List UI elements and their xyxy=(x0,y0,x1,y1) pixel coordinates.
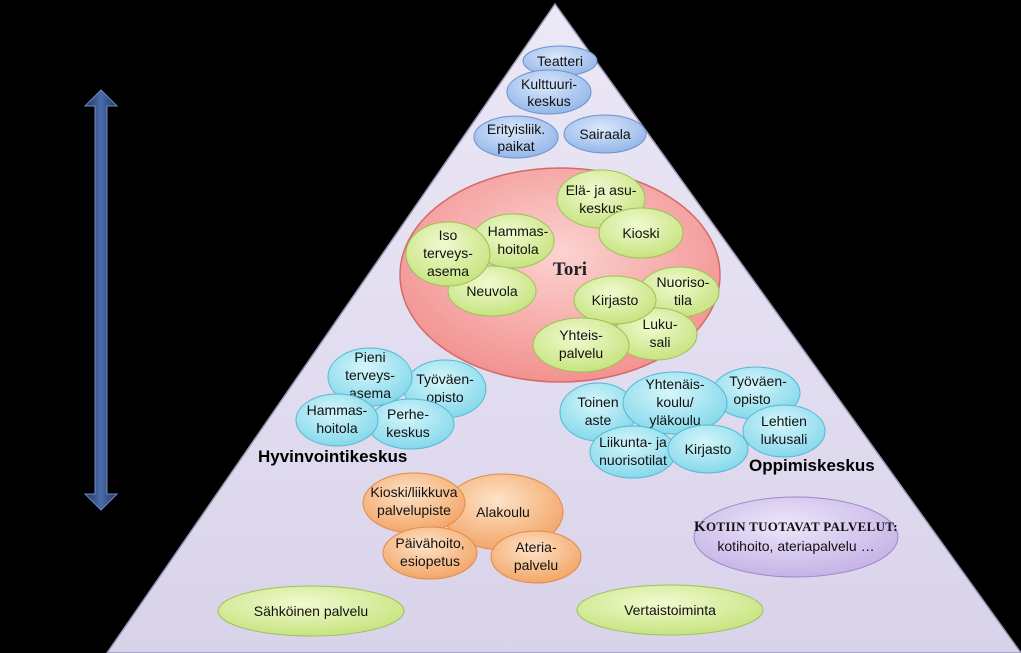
node-paivahoito-label-1: Päivähoito, xyxy=(395,535,464,551)
oppimiskeskus-title: Oppimiskeskus xyxy=(749,456,875,475)
node-iso-terveysasema-label-2: terveys- xyxy=(423,245,473,261)
node-vertaistoiminta-label: Vertaistoiminta xyxy=(624,602,716,618)
node-hammashoitola-tori-label-1: Hammas- xyxy=(488,223,549,239)
node-erityisliikuntapaikat: Erityisliik. paikat xyxy=(473,115,559,159)
node-paivahoito: Päivähoito, esiopetus xyxy=(382,526,478,580)
node-yhtenaiskoulu-label-3: yläkoulu xyxy=(649,412,700,428)
node-tyovaenopisto-o-label-2: opisto xyxy=(733,391,771,407)
node-yhtenaiskoulu-label-1: Yhtenäis- xyxy=(645,376,704,392)
double-arrow-icon xyxy=(83,89,119,511)
node-hammashoitola-h-label-1: Hammas- xyxy=(307,402,368,418)
node-lukusali-label-1: Luku- xyxy=(642,316,677,332)
node-neuvola-label: Neuvola xyxy=(466,283,518,299)
node-kioski-label: Kioski xyxy=(622,225,659,241)
node-toinen-aste-label-1: Toinen xyxy=(577,394,618,410)
node-lehtien-lukusali: Lehtien lukusali xyxy=(742,404,826,458)
node-nuorisotila-label-2: tila xyxy=(674,292,692,308)
node-tyovaenopisto-o-label-1: Työväen- xyxy=(729,373,787,389)
node-ela-asukeskus-label-2: keskus xyxy=(579,200,623,216)
node-hammashoitola-tori: Hammas- hoitola xyxy=(471,213,555,269)
node-yhteispalvelu-label-1: Yhteis- xyxy=(559,327,603,343)
node-tyovaenopisto-h-label-1: Työväen- xyxy=(416,371,474,387)
node-kioski-liikkuva-label-1: Kioski/liikkuva xyxy=(370,484,457,500)
node-toinen-aste: Toinen aste xyxy=(559,382,637,442)
node-pieni-terveysasema-label-3: asema xyxy=(349,385,391,401)
node-sairaala-label: Sairaala xyxy=(579,126,631,142)
node-kirjasto-o-label: Kirjasto xyxy=(685,441,732,457)
node-lehtien-lukusali-label-2: lukusali xyxy=(761,431,808,447)
node-perhekeskus-label-1: Perhe- xyxy=(387,406,429,422)
node-perhekeskus: Perhe- keskus xyxy=(367,398,455,450)
node-kotiin-tuotavat-palvelut: KOTIIN TUOTAVAT PALVELUT: kotihoito, ate… xyxy=(693,496,899,578)
node-toinen-aste-label-2: aste xyxy=(585,412,612,428)
node-yhteispalvelu: Yhteis- palvelu xyxy=(532,317,630,373)
node-kirjasto-tori: Kirjasto xyxy=(573,275,657,325)
node-liikunta-nuorisotilat: Liikunta- ja nuorisotilat xyxy=(589,425,677,479)
node-liikunta-label-2: nuorisotilat xyxy=(599,452,667,468)
node-hammashoitola-tori-label-2: hoitola xyxy=(497,241,538,257)
node-kulttuurikeskus-label-1: Kulttuuri- xyxy=(521,76,577,92)
node-liikunta-label-1: Liikunta- ja xyxy=(599,434,667,450)
node-kulttuurikeskus: Kulttuuri- keskus xyxy=(506,69,592,115)
kotiin-title: KOTIIN TUOTAVAT PALVELUT: xyxy=(694,519,898,535)
kotiin-title-first: K xyxy=(694,519,706,535)
node-erityisliik-label-1: Erityisliik. xyxy=(487,121,545,137)
node-hammashoitola-hyvinvointi: Hammas- hoitola xyxy=(295,393,379,447)
node-paivahoito-label-2: esiopetus xyxy=(400,553,460,569)
node-alakoulu-label: Alakoulu xyxy=(476,504,530,520)
node-nuorisotila: Nuoriso- tila xyxy=(638,266,720,318)
node-kirjasto-tori-label: Kirjasto xyxy=(592,292,639,308)
node-lehtien-lukusali-label-1: Lehtien xyxy=(761,413,807,429)
node-lukusali-label-2: sali xyxy=(649,334,670,350)
node-kulttuurikeskus-label-2: keskus xyxy=(527,93,571,109)
node-pieni-terveysasema-label-2: terveys- xyxy=(345,367,395,383)
node-sahkoinen-palvelu-label: Sähköinen palvelu xyxy=(254,603,368,619)
node-kioski-liikkuva: Kioski/liikkuva palvelupiste xyxy=(362,472,466,534)
node-tyovaenopisto-h-label-2: opisto xyxy=(426,389,464,405)
node-erityisliik-label-2: paikat xyxy=(497,138,534,154)
node-sairaala: Sairaala xyxy=(563,114,647,154)
node-yhtenaiskoulu: Yhtenäis- koulu/ yläkoulu xyxy=(622,371,728,435)
node-kioski: Kioski xyxy=(598,207,684,259)
node-kioski-liikkuva-label-2: palvelupiste xyxy=(377,502,451,518)
node-ateriapalvelu: Ateria- palvelu xyxy=(490,530,582,584)
kotiin-text: kotihoito, ateriapalvelu … xyxy=(717,538,874,554)
kotiin-title-rest: OTIIN TUOTAVAT PALVELUT: xyxy=(706,519,898,534)
tori-title: Tori xyxy=(553,259,587,280)
hyvinvointikeskus-title: Hyvinvointikeskus xyxy=(258,447,407,466)
node-ateriapalvelu-label-2: palvelu xyxy=(514,557,558,573)
node-nuorisotila-label-1: Nuoriso- xyxy=(657,274,710,290)
node-hammashoitola-h-label-2: hoitola xyxy=(316,420,357,436)
node-iso-terveysasema-label-3: asema xyxy=(427,263,469,279)
node-pieni-terveysasema-label-1: Pieni xyxy=(354,349,385,365)
node-vertaistoiminta: Vertaistoiminta xyxy=(576,584,764,636)
node-sahkoinen-palvelu: Sähköinen palvelu xyxy=(217,585,405,637)
node-iso-terveysasema-label-1: Iso xyxy=(439,227,458,243)
node-ateriapalvelu-label-1: Ateria- xyxy=(515,539,557,555)
node-kirjasto-oppiminen: Kirjasto xyxy=(667,424,749,474)
node-teatteri-label: Teatteri xyxy=(537,53,583,69)
node-iso-terveysasema: Iso terveys- asema xyxy=(405,221,491,287)
node-yhtenaiskoulu-label-2: koulu/ xyxy=(656,394,693,410)
node-perhekeskus-label-2: keskus xyxy=(386,424,430,440)
node-yhteispalvelu-label-2: palvelu xyxy=(559,345,603,361)
node-ela-asukeskus-label-1: Elä- ja asu- xyxy=(566,182,637,198)
node-pieni-terveysasema: Pieni terveys- asema xyxy=(327,347,413,407)
